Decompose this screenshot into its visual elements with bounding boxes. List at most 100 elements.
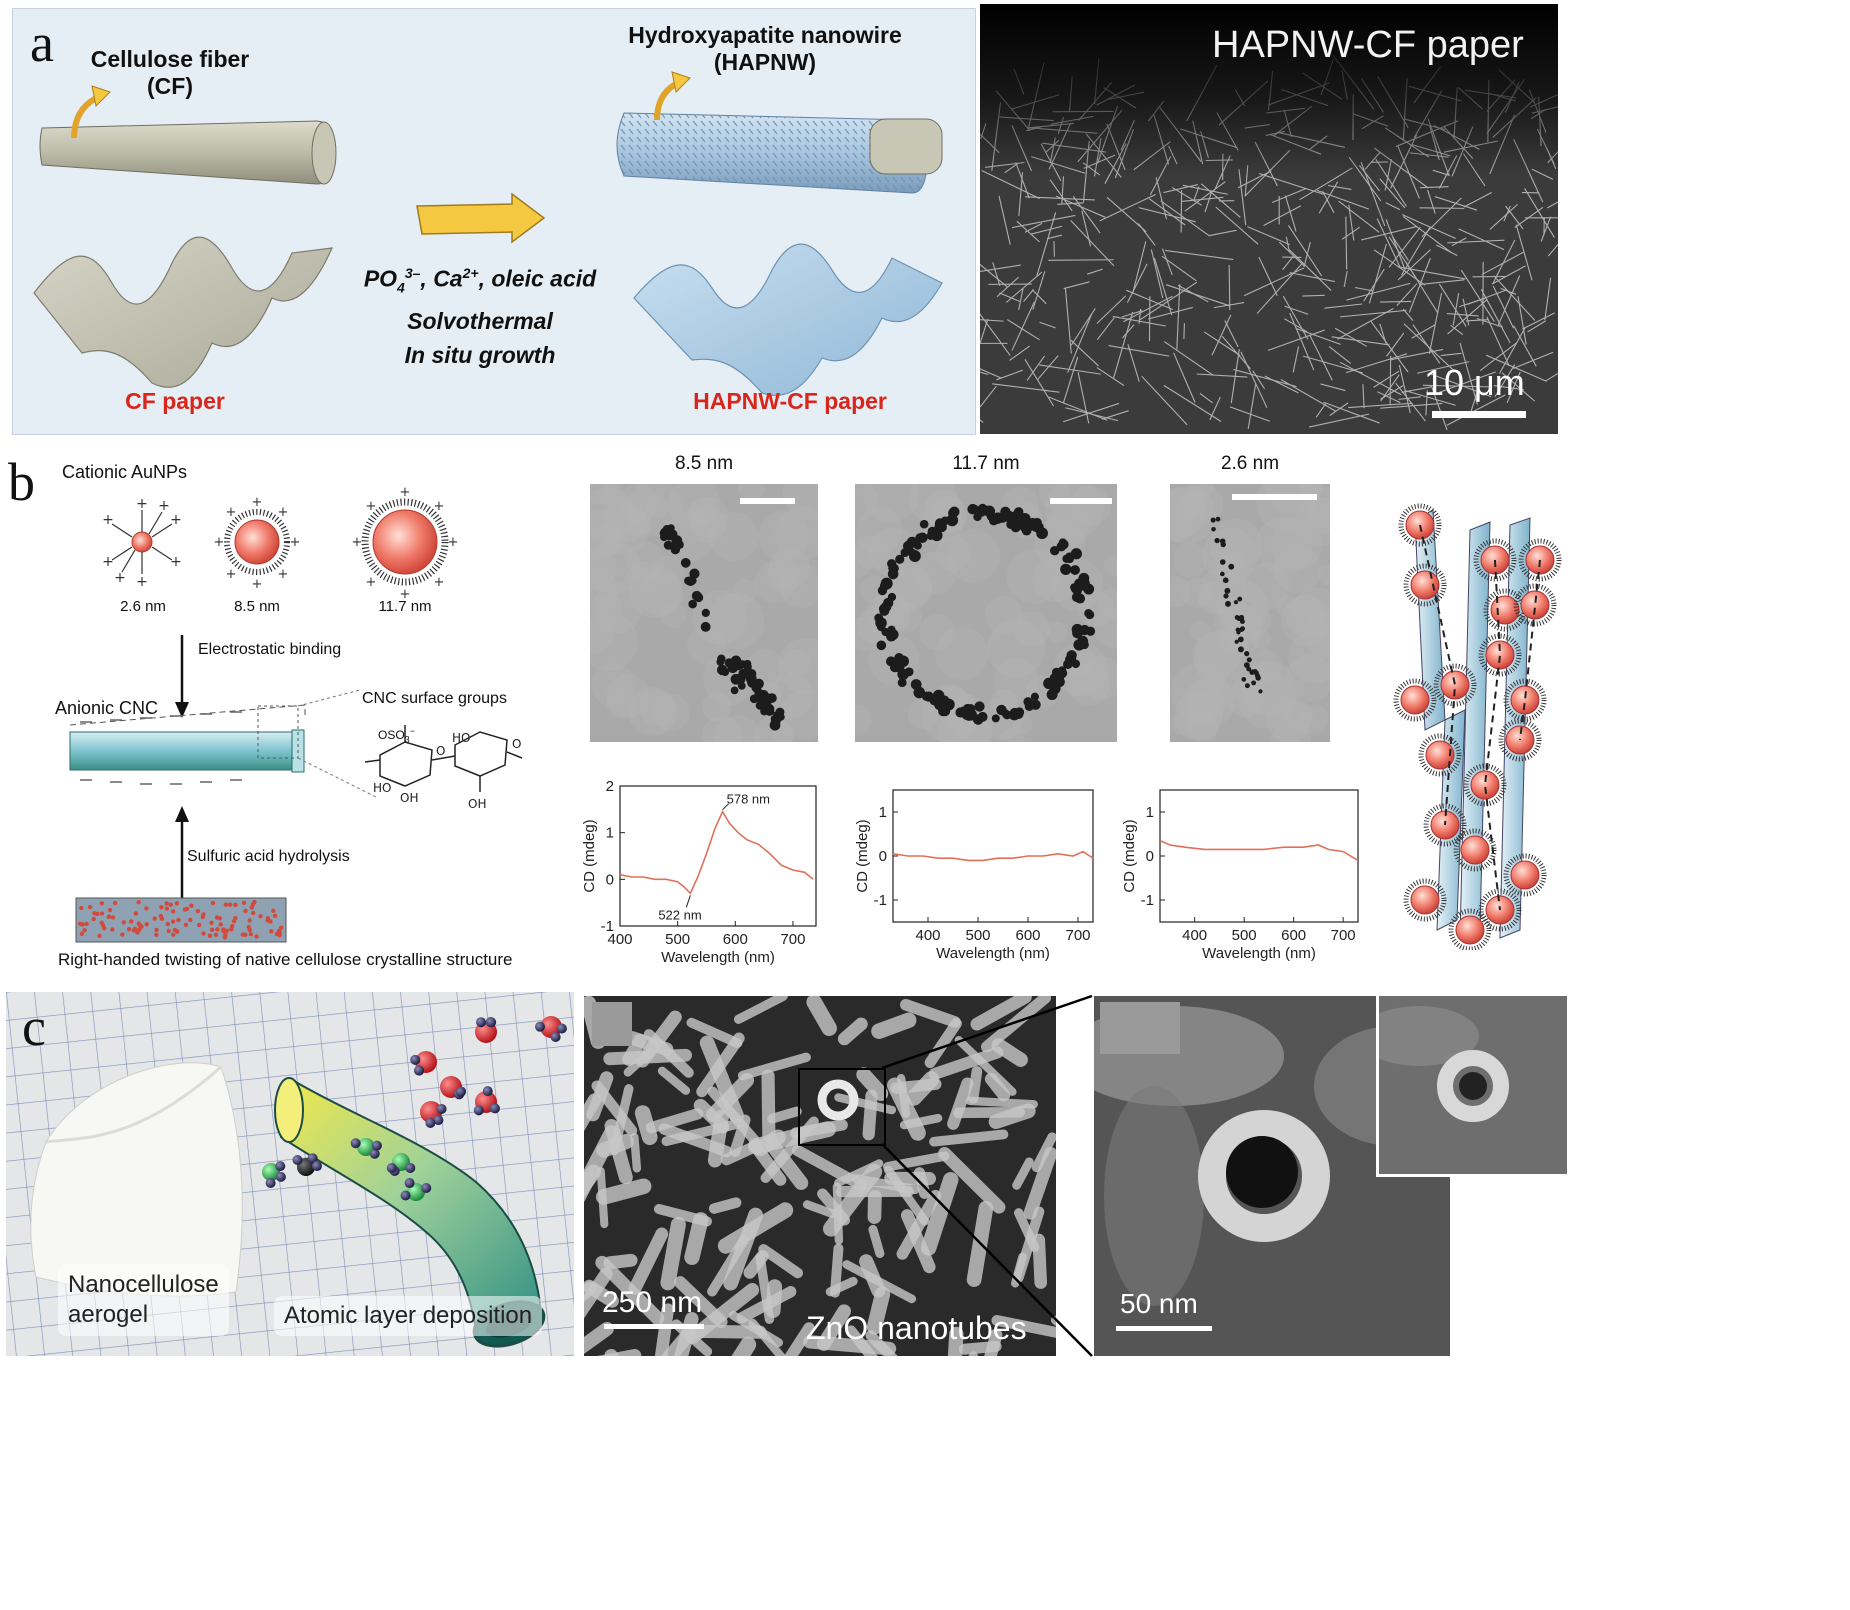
nanoparticle-ligand-shell [1423,803,1467,847]
nanoparticle-ligand-shell [1403,563,1447,607]
nanoparticle-ligand-shell [1478,633,1522,677]
x-tick-label: 700 [780,931,805,948]
svg-text:+: + [214,535,225,550]
svg-text:+: + [352,535,363,550]
x-axis-label: Wavelength (nm) [936,945,1050,962]
tem-scale-bar [740,498,795,504]
cd-series-line [1159,839,1359,862]
peak-label-578: 578 nm [727,792,770,807]
svg-text:OH: OH [468,797,486,811]
nanoparticle-ligand-shell [1448,908,1492,950]
nanoparticle [1510,860,1540,890]
reagents-text: PO43–, Ca2+, oleic acid Solvothermal In … [363,265,597,369]
size-label-small: 2.6 nm [120,598,166,615]
tem-title-2: 11.7 nm [952,453,1020,474]
nanoparticle-ligand-shell [1503,853,1547,897]
svg-text:+: + [136,574,148,590]
molecule-atom [350,1138,361,1149]
aerogel-illustration [6,992,574,1356]
cellulose-crystal-structure [75,897,287,943]
panel-c-letter: c [22,997,46,1057]
tem-scale-bar [1232,494,1317,500]
svg-text:+: + [252,577,263,592]
nanoparticle [1470,770,1500,800]
hapnw-paper-label: HAPNW-CF paper [693,388,887,414]
molecule-atom [400,1190,411,1201]
y-tick-label: 0 [879,848,887,865]
cf-paper-sheet [33,236,333,388]
svg-text:OH: OH [400,791,418,805]
x-tick-label: 400 [607,931,632,948]
nanotube-ring-zoom [1198,1110,1330,1242]
x-tick-label: 500 [965,927,990,944]
svg-text:O: O [436,744,445,758]
nanoparticle-ligand-shell [1403,878,1447,922]
hapnw-core-cap [869,118,943,175]
nanoparticle-ligand-shell [1433,663,1477,707]
molecule-atom [436,1103,447,1114]
x-tick-label: 700 [1065,927,1090,944]
nanoparticle-ligand-shell [1478,888,1522,932]
molecule-atom [265,1177,276,1188]
nanoparticle [1520,590,1550,620]
x-tick-label: 400 [915,927,940,944]
nanoparticle [1455,915,1485,945]
y-tick-label: 1 [879,804,887,821]
svg-text:+: + [434,575,445,590]
molecule-atom [404,1178,415,1189]
svg-text:HO: HO [452,731,470,745]
aunp-11-7nm: ++++ ++++ [352,485,459,602]
molecule-atom [275,1161,286,1172]
nanotube-hole [1226,1136,1298,1208]
y-tick-label: 0 [1146,848,1154,865]
y-tick-label: 1 [606,825,614,842]
sem-scale-bar-250 [604,1324,704,1329]
x-tick-label: 600 [1281,927,1306,944]
sem-scale-label-250: 250 nm [602,1286,703,1319]
molecule-atom [307,1153,318,1164]
panel-b-letter: b [8,452,35,512]
sem-scale-label: 10 μm [1424,362,1525,403]
nanoparticle [1485,640,1515,670]
tem-title-3: 2.6 nm [1220,453,1280,474]
cd-series-line [619,809,814,895]
tem-scale-bar [1050,498,1112,504]
svg-text:+: + [366,575,377,590]
sem-scale-bar-50 [1116,1326,1212,1331]
nanowire-texture [980,4,1558,434]
nanoparticle [1440,670,1470,700]
molecule-atom [371,1140,382,1151]
molecule-atom [405,1162,416,1173]
molecule-atom [476,1017,487,1028]
nanoparticle-ligand-shell [1513,583,1557,627]
oso3-label: OSO3− [378,726,415,745]
sem-title: HAPNW-CF paper [1212,24,1524,66]
svg-text:+: + [448,535,459,550]
sulfuric-label: Sulfuric acid hydrolysis [187,848,350,865]
nanoparticle-ligand-shell [1398,503,1442,547]
molecule-atom [486,1017,497,1028]
ald-label: Atomic layer deposition [274,1296,543,1336]
nanoparticle [1510,685,1540,715]
tem-image-2-6nm [1170,484,1330,742]
y-axis-label: CD (mdeg) [854,819,871,892]
molecule-atom [433,1115,444,1126]
molecule-atom [413,1065,424,1076]
molecule-atom [455,1086,466,1097]
svg-text:+: + [400,485,411,500]
hapnw-label: Hydroxyapatite nanowire(HAPNW) [628,22,902,75]
y-axis-label: CD (mdeg) [1121,819,1138,892]
cf-paper-label: CF paper [125,388,225,414]
y-tick-label: 0 [606,871,614,888]
peak-pointer [722,803,729,811]
aunp-2-6nm: ++++ ++++ [102,496,182,590]
aerogel-block [30,1062,243,1297]
svg-text:+: + [170,554,182,570]
svg-text:+: + [400,587,411,602]
hapnw-cf-sem-image: HAPNW-CF paper 10 μm [980,4,1558,434]
x-tick-label: 700 [1331,927,1356,944]
chiral-assembly-illustration [1393,503,1562,950]
y-tick-label: 2 [606,778,614,795]
